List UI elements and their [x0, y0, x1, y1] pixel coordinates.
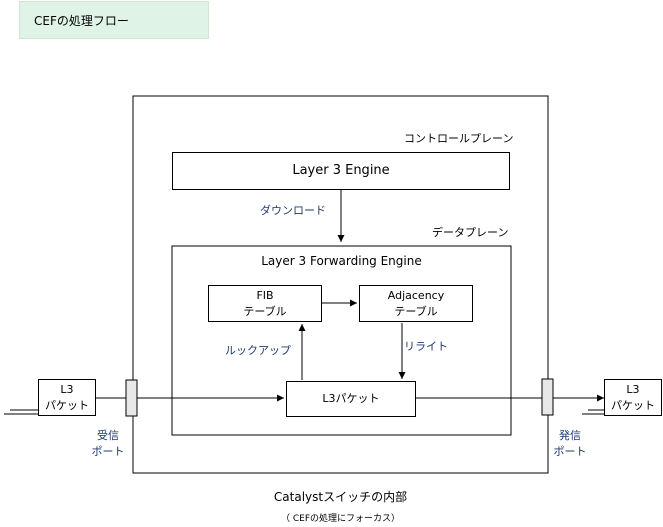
send-port-line1: 発信: [559, 429, 581, 442]
incoming-packet-box: L3 パケット: [38, 379, 96, 416]
fib-table-line1: FIB: [256, 288, 274, 302]
switch-caption: Catalystスイッチの内部: [273, 490, 408, 504]
data-plane-label: データプレーン: [432, 226, 509, 239]
layer3-engine-box: Layer 3 Engine: [172, 152, 510, 190]
diagram-title-text: CEFの処理フロー: [34, 13, 129, 28]
diagram-title: CEFの処理フロー: [19, 1, 209, 39]
switch-subcaption: （ CEFの処理にフォーカス）: [280, 514, 400, 524]
fib-table-line2: テーブル: [243, 304, 287, 318]
send-port-shape: [541, 378, 554, 416]
adjacency-table-line1: Adjacency: [387, 288, 445, 302]
forwarding-engine-title: Layer 3 Forwarding Engine: [261, 254, 422, 268]
download-label: ダウンロード: [260, 204, 326, 217]
layer3-engine-text: Layer 3 Engine: [292, 163, 390, 178]
incoming-packet-line2: パケット: [45, 398, 89, 412]
adjacency-table-box: Adjacency テーブル: [359, 285, 473, 322]
l3-packet-center-box: L3パケット: [286, 381, 416, 417]
receive-port-shape: [125, 379, 138, 417]
data-plane-frame: [171, 245, 512, 436]
receive-port-line2: ポート: [91, 445, 125, 458]
send-port-label: 発信 ポート: [550, 428, 590, 460]
outgoing-packet-line2: パケット: [611, 398, 655, 412]
incoming-packet-line1: L3: [60, 382, 74, 396]
switch-outer-frame: [132, 95, 549, 474]
l3-packet-center-text: L3パケット: [322, 392, 380, 405]
receive-port-label: 受信 ポート: [88, 428, 128, 460]
rewrite-label: リライト: [404, 340, 448, 353]
send-port-line2: ポート: [553, 445, 587, 458]
lookup-label: ルックアップ: [225, 344, 291, 357]
outgoing-packet-box: L3 パケット: [604, 379, 662, 416]
adjacency-table-line2: テーブル: [394, 304, 438, 318]
outgoing-packet-line1: L3: [626, 382, 640, 396]
receive-port-line1: 受信: [97, 429, 119, 442]
control-plane-label: コントロールプレーン: [404, 132, 514, 145]
fib-table-box: FIB テーブル: [208, 285, 322, 322]
